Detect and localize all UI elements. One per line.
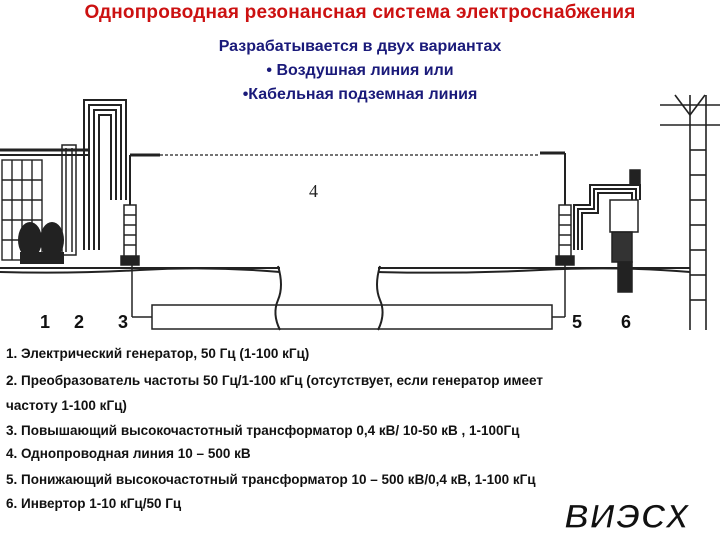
- logo-text: ВИЭСХ: [564, 498, 691, 536]
- frequency-converter: [61, 144, 77, 256]
- legend-item-2: 2. Преобразователь частоты 50 Гц/1-100 к…: [6, 373, 543, 388]
- legend-item-4: 4. Однопроводная линия 10 – 500 кВ: [6, 446, 251, 461]
- subtitle-cable-line: •Кабельная подземная линия: [242, 86, 478, 103]
- legend-item-2-cont: частоту 1-100 кГц): [6, 398, 127, 413]
- page-title: Однопроводная резонансная система электр…: [84, 2, 636, 23]
- step-up-transformer: [120, 160, 140, 266]
- legend-item-1: 1. Электрический генератор, 50 Гц (1-100…: [6, 346, 310, 361]
- line-label-4: 4: [309, 181, 318, 201]
- legend-item-5: 5. Понижающий высокочастотный трансформа…: [6, 472, 536, 487]
- subtitle-variants: Разрабатывается в двух вариантах: [218, 38, 502, 55]
- label-5: 5: [572, 312, 583, 332]
- left-cable-bundle: [83, 99, 127, 250]
- label-6: 6: [621, 312, 632, 332]
- label-3: 3: [118, 312, 129, 332]
- right-building-frame: [660, 94, 720, 330]
- label-1: 1: [40, 312, 51, 332]
- legend-item-6: 6. Инвертор 1-10 кГц/50 Гц: [6, 496, 182, 511]
- ground-right: [376, 265, 691, 331]
- ground-left: [0, 265, 282, 331]
- generator-unit: [18, 222, 64, 264]
- right-cable-bundle: [573, 184, 641, 250]
- inverter-unit: [609, 169, 641, 293]
- subtitle-overhead-line: • Воздушная линия или: [266, 62, 454, 79]
- label-2: 2: [74, 312, 85, 332]
- legend-item-3: 3. Повышающий высокочастотный трансформа…: [6, 423, 520, 438]
- step-down-transformer: [552, 160, 575, 318]
- viesh-logo: ВИЭСХ: [564, 497, 691, 536]
- single-wire-line: [129, 151, 566, 160]
- cable-line-box: [131, 265, 553, 330]
